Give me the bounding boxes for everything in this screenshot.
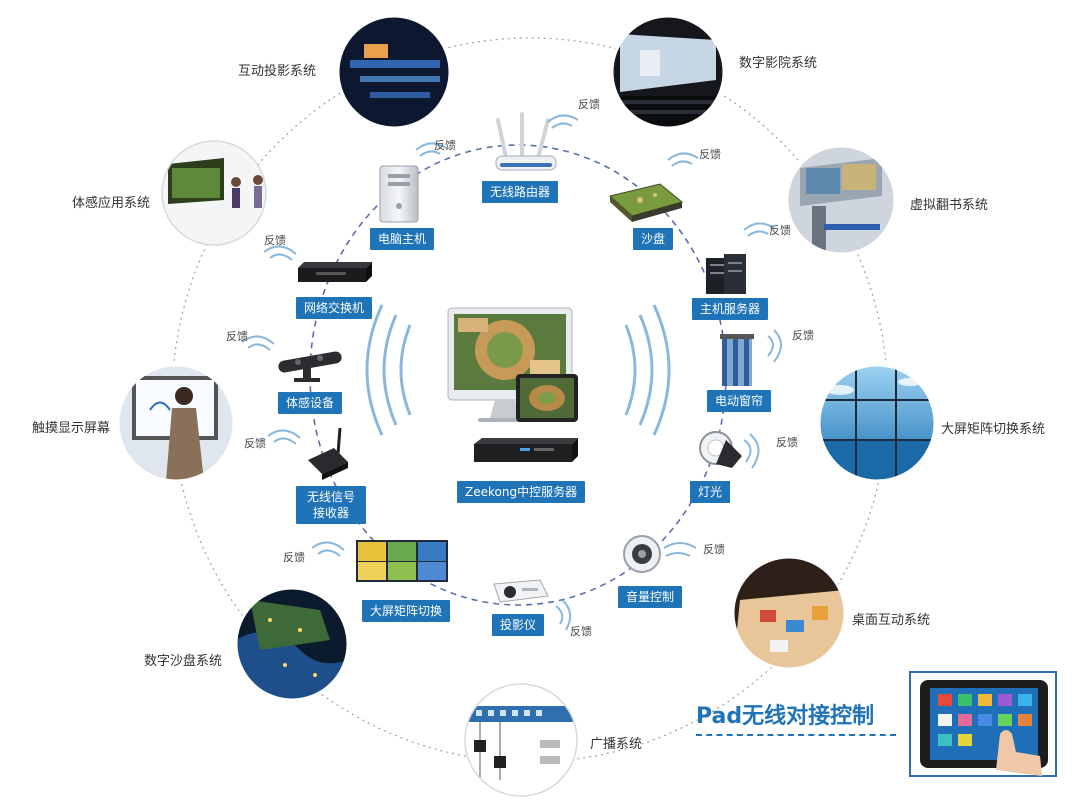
photo-videowall-matrix — [817, 363, 937, 483]
computer-tower-icon — [379, 165, 419, 223]
network-switch-icon — [298, 262, 372, 282]
system-touch-display: 触摸显示屏幕 — [32, 421, 111, 436]
feedback-audio: 反馈 — [703, 543, 725, 556]
feedback-waves — [241, 114, 782, 631]
wireless-receiver-icon — [308, 427, 348, 480]
system-broadcast: 广播系统 — [590, 737, 643, 752]
host-server-label: 主机服务器 — [692, 298, 769, 320]
system-interactive-table: 桌面互动系统 — [852, 613, 931, 628]
system-motion-sensing: 体感应用系统 — [72, 196, 151, 211]
feedback-switch: 反馈 — [264, 234, 286, 247]
receiver-label-line2: 接收器 — [312, 506, 349, 520]
photo-interactive-projection — [336, 14, 452, 130]
center-server-icon — [474, 438, 578, 462]
center-signal-waves — [365, 304, 671, 436]
router-label: 无线路由器 — [482, 181, 559, 203]
rack-server-icon — [706, 254, 746, 294]
pad-control-title: Pad无线对接控制 — [696, 704, 875, 729]
pad-tablet-icon — [909, 671, 1057, 777]
computer-label: 电脑主机 — [370, 228, 435, 250]
router-icon — [495, 112, 557, 171]
audio-label: 音量控制 — [618, 586, 683, 608]
curtain-label: 电动窗帘 — [707, 390, 772, 412]
system-interactive-projection: 互动投影系统 — [238, 64, 317, 79]
system-digital-sandtable: 数字沙盘系统 — [144, 654, 223, 669]
feedback-host-server: 反馈 — [769, 224, 791, 237]
photo-virtual-book — [785, 144, 897, 256]
center-server-label: Zeekong中控服务器 — [457, 481, 586, 503]
center-tablet-icon — [516, 374, 578, 422]
feedback-sensor: 反馈 — [226, 330, 248, 343]
receiver-label: 无线信号 接收器 — [296, 486, 366, 524]
matrix-switch-label: 大屏矩阵切换 — [362, 600, 451, 622]
photo-broadcast — [464, 683, 578, 797]
feedback-computer: 反馈 — [434, 139, 456, 152]
sensor-label: 体感设备 — [278, 392, 343, 414]
photo-digital-cinema — [610, 14, 726, 130]
feedback-receiver: 反馈 — [244, 437, 266, 450]
photo-touch-display — [116, 363, 236, 483]
system-videowall-matrix: 大屏矩阵切换系统 — [941, 422, 1046, 437]
motion-sensor-icon — [278, 351, 342, 382]
sandtable-label: 沙盘 — [633, 228, 674, 250]
receiver-label-line1: 无线信号 — [306, 490, 355, 504]
projector-icon — [493, 579, 549, 603]
photo-digital-sandtable — [234, 586, 350, 702]
feedback-projector: 反馈 — [570, 625, 592, 638]
feedback-matrix-switch: 反馈 — [283, 551, 305, 564]
switch-label: 网络交换机 — [296, 297, 373, 319]
pad-title-underline — [696, 734, 896, 736]
feedback-router: 反馈 — [578, 98, 600, 111]
speaker-icon — [623, 535, 661, 573]
projector-label: 投影仪 — [492, 614, 545, 636]
system-digital-cinema: 数字影院系统 — [739, 56, 818, 71]
system-virtual-book: 虚拟翻书系统 — [910, 198, 989, 213]
feedback-sandtable: 反馈 — [699, 148, 721, 161]
photo-interactive-table — [731, 555, 847, 671]
photo-motion-sensing — [161, 140, 267, 246]
feedback-curtain: 反馈 — [792, 329, 814, 342]
feedback-light: 反馈 — [776, 436, 798, 449]
sandtable-device-icon — [608, 183, 684, 222]
videowall-panels-icon — [356, 540, 448, 582]
light-label: 灯光 — [690, 481, 731, 503]
curtain-motor-icon — [720, 334, 754, 386]
spotlight-icon — [699, 431, 742, 468]
